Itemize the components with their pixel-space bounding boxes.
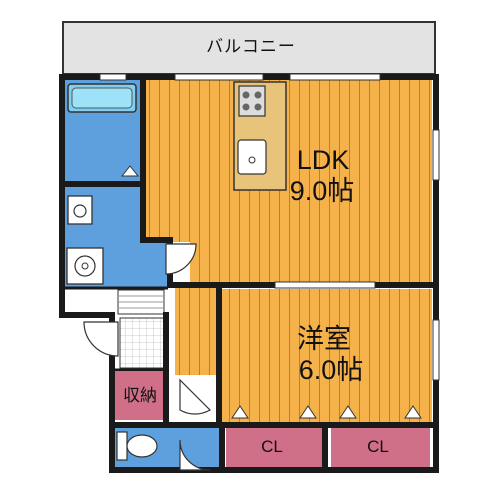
balcony-label: バルコニー (206, 37, 296, 56)
ldk-size: 9.0帖 (289, 176, 355, 206)
closet-2-label: CL (367, 437, 389, 456)
cooktop (238, 85, 266, 117)
storage-label: 収納 (123, 386, 157, 405)
balcony (62, 21, 436, 75)
closet-1-floor (226, 427, 323, 467)
closet-2-floor (331, 427, 430, 467)
entrance-floor (119, 317, 165, 369)
ldk-label: LDK (296, 145, 350, 175)
closet-1-label: CL (261, 437, 283, 456)
western-room-label: 洋室 (297, 324, 351, 354)
storage-floor (112, 372, 166, 420)
western-room-size: 6.0帖 (298, 355, 364, 385)
western-room-floor (222, 289, 432, 423)
ldk-floor (146, 80, 432, 285)
